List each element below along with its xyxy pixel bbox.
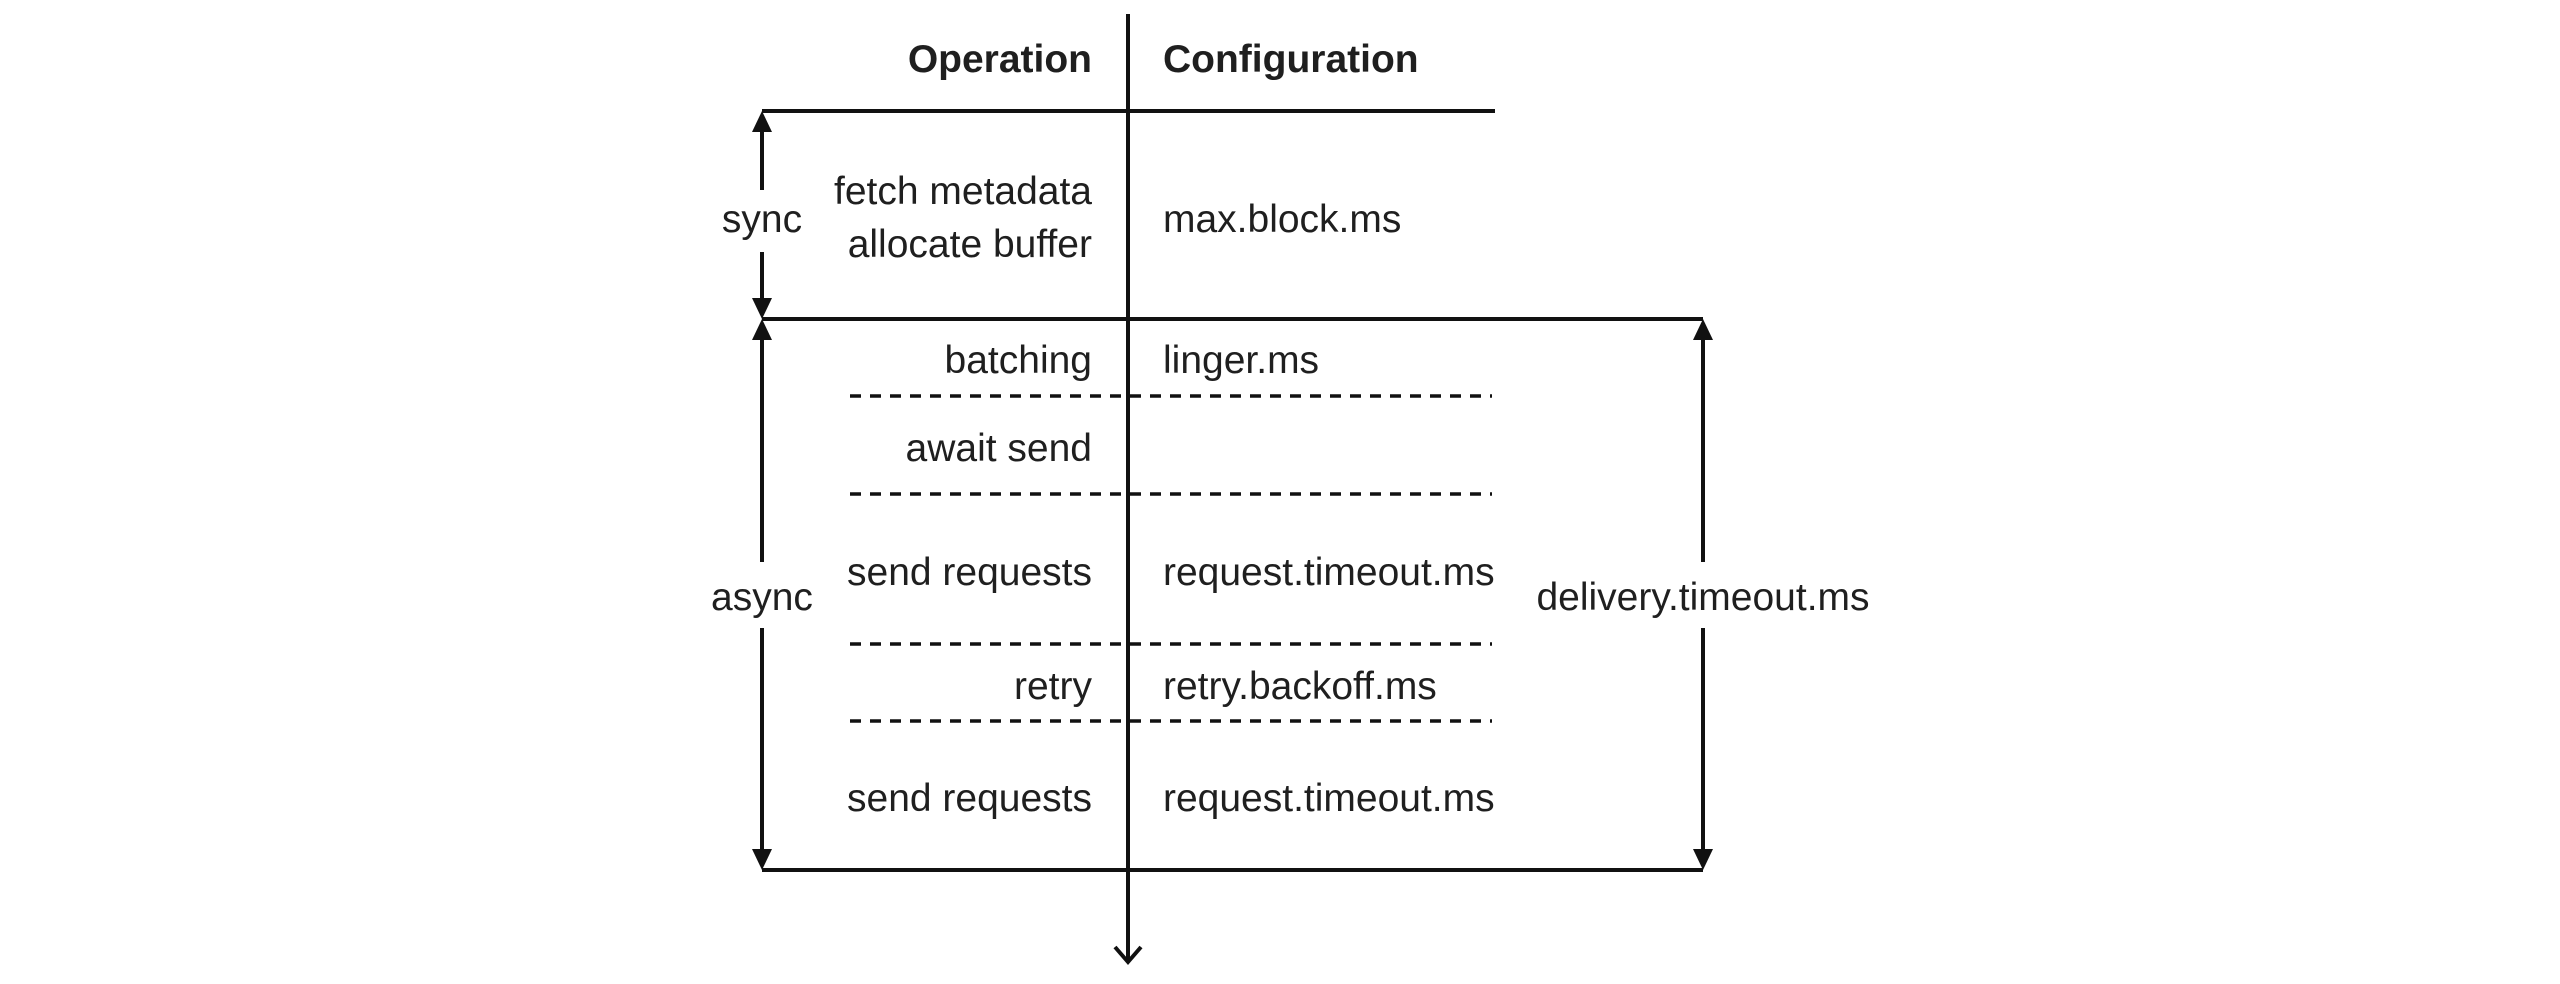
config-request-timeout-ms-retry: request.timeout.ms: [1163, 777, 1495, 820]
sync-span-arrow: [752, 111, 772, 319]
operation-batching: batching: [945, 339, 1092, 382]
delivery-timeout-span-arrow: [1693, 319, 1713, 870]
config-retry-backoff-ms: retry.backoff.ms: [1163, 665, 1437, 708]
async-span-arrow: [752, 319, 772, 870]
operation-fetch-metadata: fetch metadata: [834, 170, 1092, 213]
async-label: async: [711, 576, 813, 619]
operation-allocate-buffer: allocate buffer: [848, 223, 1092, 266]
time-axis-arrowhead: [1113, 945, 1143, 966]
delivery-timeout-label: delivery.timeout.ms: [1536, 576, 1869, 619]
sync-label: sync: [722, 198, 802, 241]
operation-await-send: await send: [906, 427, 1092, 470]
operation-send-requests: send requests: [847, 551, 1092, 594]
operation-retry: retry: [1014, 665, 1093, 708]
config-request-timeout-ms: request.timeout.ms: [1163, 551, 1495, 594]
configuration-column-header: Configuration: [1163, 38, 1419, 81]
operation-send-requests-retry: send requests: [847, 777, 1092, 820]
config-max-block-ms: max.block.ms: [1163, 198, 1401, 241]
operation-column-header: Operation: [908, 38, 1092, 81]
config-linger-ms: linger.ms: [1163, 339, 1319, 382]
